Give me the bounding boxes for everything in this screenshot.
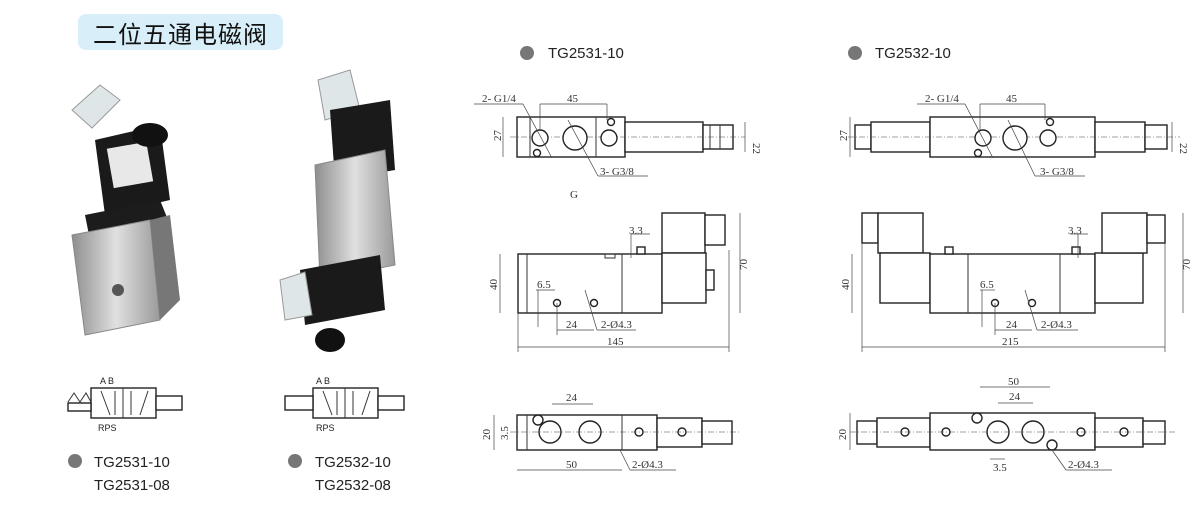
dim-label: 45 <box>1006 93 1018 105</box>
symbol-ports-bottom: RPS <box>98 423 117 433</box>
dim-label: 3.3 <box>1068 225 1082 237</box>
bottom-view-tg2531: 24 20 3.5 50 2-Ø4.3 <box>481 392 740 471</box>
dim-label: 50 <box>1008 376 1020 388</box>
valve-symbol-tg2532: A B RPS <box>284 376 405 433</box>
bottom-view-tg2532: 50 24 20 3.5 2-Ø4.3 <box>837 376 1175 474</box>
dim-label: 3.5 <box>993 462 1007 474</box>
dim-label: 2-Ø4.3 <box>1041 319 1072 331</box>
dim-label: 24 <box>1006 319 1018 331</box>
drawing-title: TG2531-10 <box>548 45 624 62</box>
model-label: TG2532-08 <box>315 477 391 494</box>
dim-label: 2-Ø4.3 <box>632 459 663 471</box>
symbol-ports-top: A B <box>316 376 330 386</box>
model-label: TG2532-10 <box>315 454 391 471</box>
dim-label: 3.5 <box>499 426 511 440</box>
product-photo-tg2531 <box>71 84 180 336</box>
dim-label: 145 <box>607 336 624 348</box>
bullet-icon <box>848 46 862 60</box>
dim-label: 2- G1/4 <box>925 93 959 105</box>
symbol-ports-top: A B <box>100 376 114 386</box>
dim-label: 45 <box>567 93 579 105</box>
dim-label: 70 <box>738 259 750 271</box>
dim-label: 20 <box>481 429 493 441</box>
top-view-tg2531: 2- G1/4 45 27 22 3- G3/8 G <box>474 93 762 201</box>
dim-label: 2-Ø4.3 <box>1068 459 1099 471</box>
dim-label: 22 <box>750 143 762 154</box>
bullet-icon <box>520 46 534 60</box>
dim-label: 2-Ø4.3 <box>601 319 632 331</box>
drawing-title: TG2532-10 <box>875 45 951 62</box>
valve-symbol-tg2531: A B RPS <box>67 376 183 433</box>
product-photo-tg2532 <box>279 69 396 352</box>
bullet-icon <box>68 454 82 468</box>
dim-label: 27 <box>838 130 850 142</box>
side-view-tg2531: 3.3 40 70 6.5 24 2-Ø4.3 145 <box>488 212 750 352</box>
bullet-icon <box>288 454 302 468</box>
dim-label: 6.5 <box>537 279 551 291</box>
dim-label: 40 <box>488 279 500 291</box>
dim-label: 3.3 <box>629 225 643 237</box>
dim-label: 40 <box>840 279 852 291</box>
side-view-tg2532: 3.3 40 70 6.5 24 2-Ø4.3 215 <box>840 212 1193 352</box>
dim-label: 6.5 <box>980 279 994 291</box>
dim-label: 3- G3/8 <box>600 166 634 178</box>
symbol-ports-bottom: RPS <box>316 423 335 433</box>
dim-label: 3- G3/8 <box>1040 166 1074 178</box>
dim-label: 24 <box>1009 391 1021 403</box>
dim-label: 24 <box>566 319 578 331</box>
dim-label: 50 <box>566 459 578 471</box>
top-view-tg2532: 2- G1/4 45 27 22 3- G3/8 <box>838 93 1189 178</box>
dim-label: 70 <box>1181 259 1193 271</box>
model-label: TG2531-10 <box>94 454 170 471</box>
model-label: TG2531-08 <box>94 477 170 494</box>
dim-label: 24 <box>566 392 578 404</box>
page-title: 二位五通电磁阀 <box>78 14 283 50</box>
dim-label: 20 <box>837 429 849 441</box>
dim-label: 22 <box>1177 143 1189 154</box>
dim-label: G <box>570 189 578 201</box>
dim-label: 27 <box>492 130 504 142</box>
dim-label: 215 <box>1002 336 1019 348</box>
dim-label: 2- G1/4 <box>482 93 516 105</box>
